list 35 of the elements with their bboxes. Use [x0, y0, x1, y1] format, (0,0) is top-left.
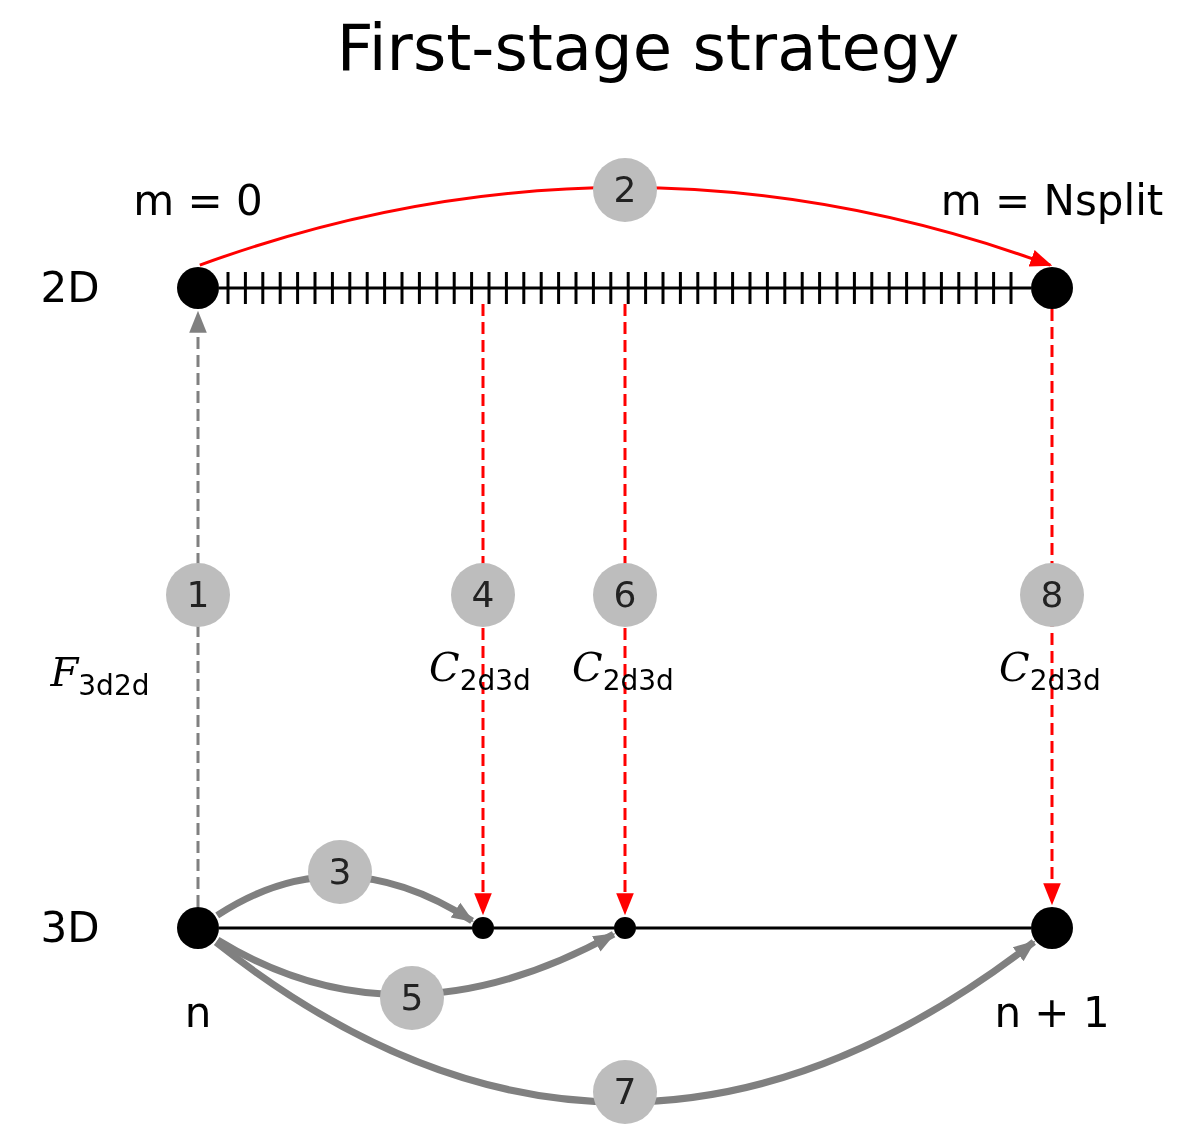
step-number-badge: 1 [166, 563, 230, 627]
time-label: m = Nsplit [940, 175, 1164, 225]
operator-label: C$_{2d3d}$ [429, 643, 531, 697]
step-number-badge: 8 [1020, 563, 1084, 627]
time-label: m = 0 [133, 175, 263, 225]
time-label: n [184, 987, 212, 1037]
level-label: 3D [40, 902, 100, 952]
time-point-dot [177, 267, 219, 309]
step-number-badge: 2 [593, 158, 657, 222]
dashed-arrow [616, 304, 634, 916]
operator-label: F$_{3d2d}$ [50, 648, 150, 702]
operator-label: C$_{2d3d}$ [572, 643, 674, 697]
time-point-dot [472, 917, 494, 939]
step-number-badge: 6 [593, 563, 657, 627]
curved-arrow [213, 939, 1036, 1106]
hatched-timeline-bar [219, 272, 1031, 304]
time-point-dot [614, 917, 636, 939]
time-point-dot [1031, 267, 1073, 309]
step-number-badge: 3 [308, 840, 372, 904]
timeline-line [494, 926, 614, 930]
dashed-arrow [474, 304, 492, 916]
level-label: 2D [40, 262, 100, 312]
dashed-arrow [189, 310, 207, 907]
timeline-line [219, 926, 472, 930]
timeline-line [636, 926, 1031, 930]
operator-label: C$_{2d3d}$ [999, 643, 1101, 697]
dashed-arrow [1043, 309, 1061, 906]
time-label: n + 1 [994, 987, 1110, 1037]
time-point-dot [177, 907, 219, 949]
diagram-title: First-stage strategy [336, 11, 960, 85]
step-number-badge: 5 [380, 966, 444, 1030]
curved-arrow [199, 186, 1053, 268]
time-point-dot [1031, 907, 1073, 949]
step-number-badge: 7 [593, 1060, 657, 1124]
step-number-badge: 4 [451, 563, 515, 627]
